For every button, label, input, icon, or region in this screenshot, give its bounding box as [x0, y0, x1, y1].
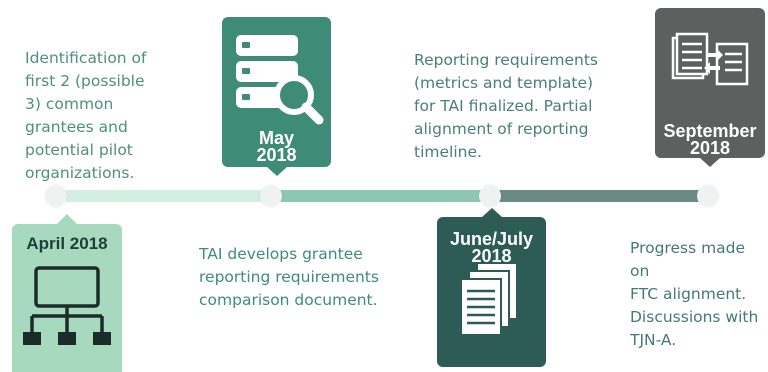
card-pointer	[700, 158, 720, 167]
note-may: TAI develops grantee reporting requireme…	[199, 245, 379, 309]
server-search-icon	[236, 35, 324, 125]
timeline-segment-1	[56, 190, 271, 202]
milestone-date: April 2018	[26, 234, 108, 253]
note-april: Identification of first 2 (possible 3) c…	[25, 49, 147, 182]
milestone-date: September 2018	[663, 121, 757, 158]
card-pointer	[482, 208, 502, 217]
card-pointer	[57, 214, 77, 224]
milestone-card-april: April 2018	[12, 214, 122, 372]
timeline-marker	[697, 185, 719, 207]
note-september: Progress made on FTC alignment. Discussi…	[630, 239, 759, 349]
note-june-july: Reporting requirements (metrics and temp…	[414, 51, 598, 161]
milestone-card-september: September 2018	[655, 8, 765, 167]
timeline-marker	[479, 185, 501, 207]
org-chart-icon	[23, 266, 111, 345]
timeline-segment-2	[271, 190, 490, 202]
milestone-card-may: May 2018	[222, 17, 331, 176]
milestone-date: May 2018	[256, 128, 297, 165]
timeline-marker	[45, 185, 67, 207]
milestone-card-june-july: June/July 2018	[437, 208, 546, 367]
card-pointer	[267, 167, 287, 176]
document-exchange-icon	[671, 32, 749, 86]
documents-icon	[460, 262, 518, 336]
milestone-date: June/July 2018	[449, 229, 534, 266]
timeline-marker	[260, 185, 282, 207]
timeline-segment-3	[490, 190, 708, 202]
